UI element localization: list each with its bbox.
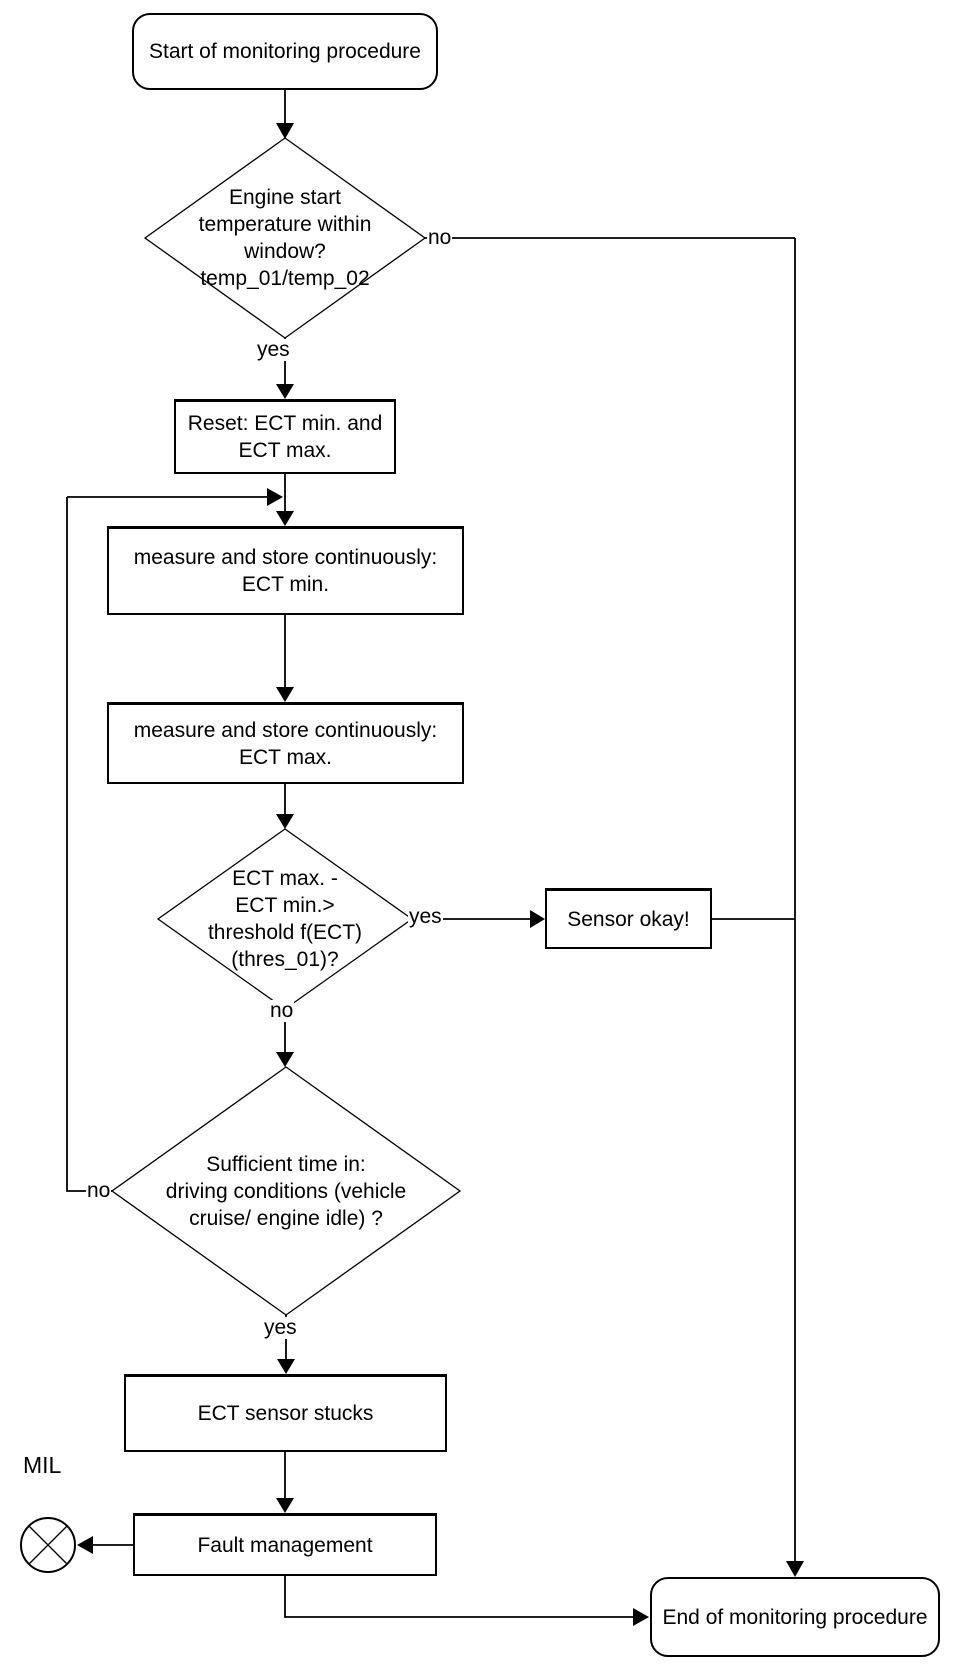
reset-node: Reset: ECT min. and ECT max.	[174, 399, 396, 474]
edge-label-yes-threshold: yes	[408, 905, 443, 928]
measure-ect-min-node: measure and store continuously: ECT min.	[107, 526, 464, 615]
edge-start-to-temp-check	[276, 90, 294, 139]
edge-reset-to-measure-min	[276, 474, 294, 526]
ect-sensor-stucks-node: ECT sensor stucks	[124, 1374, 447, 1452]
edge-measure-min-to-measure-max	[276, 615, 294, 702]
edge-label-no-temp-window: no	[427, 226, 453, 249]
start-node: Start of monitoring procedure	[132, 13, 438, 90]
mil-label: MIL	[23, 1452, 62, 1478]
edge-stucks-to-fault-management	[276, 1452, 294, 1513]
edge-label-yes-temp-window: yes	[256, 338, 291, 361]
edge-no-temp-window-to-end	[425, 237, 804, 1577]
edge-label-yes-sufficient-time: yes	[263, 1316, 298, 1339]
edge-label-no-sufficient-time: no	[86, 1179, 112, 1202]
measure-ect-max-node: measure and store continuously: ECT max.	[107, 702, 464, 784]
mil-indicator-icon	[20, 1517, 76, 1573]
edge-measure-max-to-threshold-check	[276, 784, 294, 829]
fault-management-node: Fault management	[133, 1513, 437, 1576]
edge-label-no-threshold: no	[269, 999, 295, 1022]
decision-threshold-label: ECT max. - ECT min.> threshold f(ECT) (t…	[207, 867, 363, 971]
decision-temp-window-label: Engine start temperature within window? …	[198, 186, 372, 290]
end-node: End of monitoring procedure	[650, 1577, 940, 1657]
decision-sufficient-time-label: Sufficient time in: driving conditions (…	[165, 1152, 407, 1230]
edge-fault-management-to-mil	[77, 1536, 133, 1554]
sensor-okay-node: Sensor okay!	[545, 888, 712, 949]
edge-fault-management-to-end	[284, 1576, 649, 1626]
